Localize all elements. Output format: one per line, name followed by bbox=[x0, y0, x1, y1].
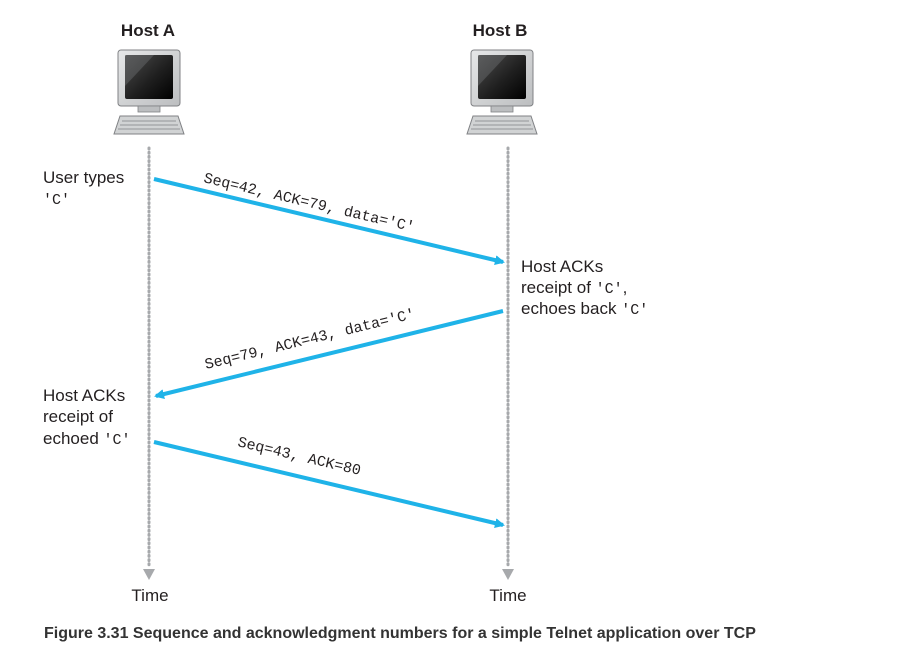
note-text: receipt of bbox=[521, 278, 596, 297]
note-code: 'C' bbox=[596, 281, 623, 298]
host-b-time-arrowhead bbox=[502, 569, 514, 580]
note-text: echoes back bbox=[521, 299, 621, 318]
note-user-types: User types 'C' bbox=[43, 168, 124, 209]
note-host-b-acks: Host ACKs receipt of 'C', echoes back 'C… bbox=[521, 257, 648, 319]
note-line: receipt of bbox=[43, 407, 113, 426]
note-line: Host ACKs bbox=[43, 386, 125, 405]
note-code: 'C' bbox=[43, 192, 70, 209]
figure-caption: Figure 3.31 Sequence and acknowledgment … bbox=[44, 625, 756, 642]
note-text: , bbox=[623, 278, 628, 297]
segment-arrow-1 bbox=[153, 177, 505, 266]
host-b-label: Host B bbox=[473, 21, 528, 40]
computer-icon bbox=[466, 49, 538, 135]
segment-label-1: Seq=42, ACK=79, data='C' bbox=[202, 170, 416, 236]
segment-arrow-3 bbox=[153, 440, 505, 529]
note-line: echoed 'C' bbox=[43, 429, 131, 449]
segment-arrow-2 bbox=[154, 309, 504, 399]
note-code: 'C' bbox=[104, 432, 131, 449]
note-text: echoed bbox=[43, 429, 104, 448]
host-a-time-arrowhead bbox=[143, 569, 155, 580]
note-code: 'C' bbox=[621, 302, 648, 319]
computer-icon bbox=[113, 49, 185, 135]
note-line: echoes back 'C' bbox=[521, 299, 648, 319]
host-b-time-label: Time bbox=[489, 586, 526, 605]
segment-label-3: Seq=43, ACK=80 bbox=[236, 434, 363, 480]
note-host-a-acks: Host ACKs receipt of echoed 'C' bbox=[43, 386, 131, 449]
note-line: receipt of 'C', bbox=[521, 278, 627, 298]
note-line: User types bbox=[43, 168, 124, 187]
host-a-time-label: Time bbox=[131, 586, 168, 605]
host-a-label: Host A bbox=[121, 21, 175, 40]
note-line: Host ACKs bbox=[521, 257, 603, 276]
